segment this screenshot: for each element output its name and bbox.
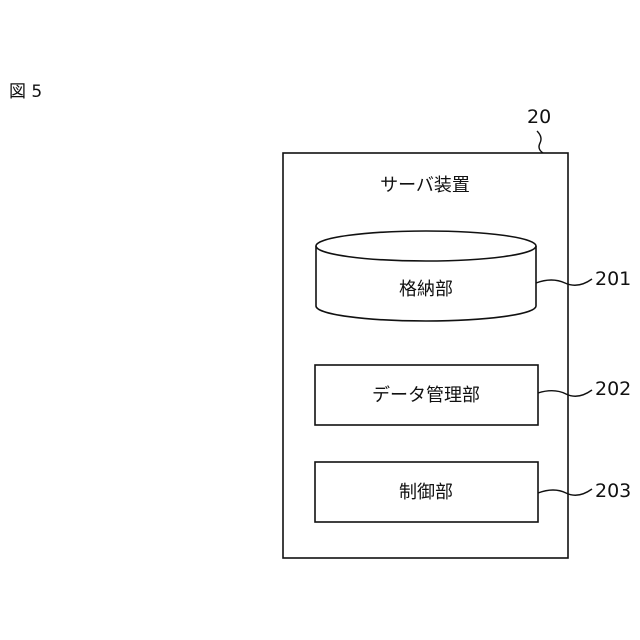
storage-cylinder-top xyxy=(316,231,536,261)
data-manager-label: データ管理部 xyxy=(372,385,480,406)
server-ref-number: 20 xyxy=(527,106,551,128)
storage-label: 格納部 xyxy=(399,279,453,300)
storage-ref-number: 201 xyxy=(595,268,631,290)
figure-label: 図 5 xyxy=(9,82,42,102)
server-title: サーバ装置 xyxy=(380,175,470,196)
controller-label: 制御部 xyxy=(399,482,453,503)
storage-cylinder xyxy=(316,231,536,321)
controller-ref-number: 203 xyxy=(595,480,631,502)
server-ref-leader xyxy=(537,131,543,153)
data-manager-ref-number: 202 xyxy=(595,378,631,400)
